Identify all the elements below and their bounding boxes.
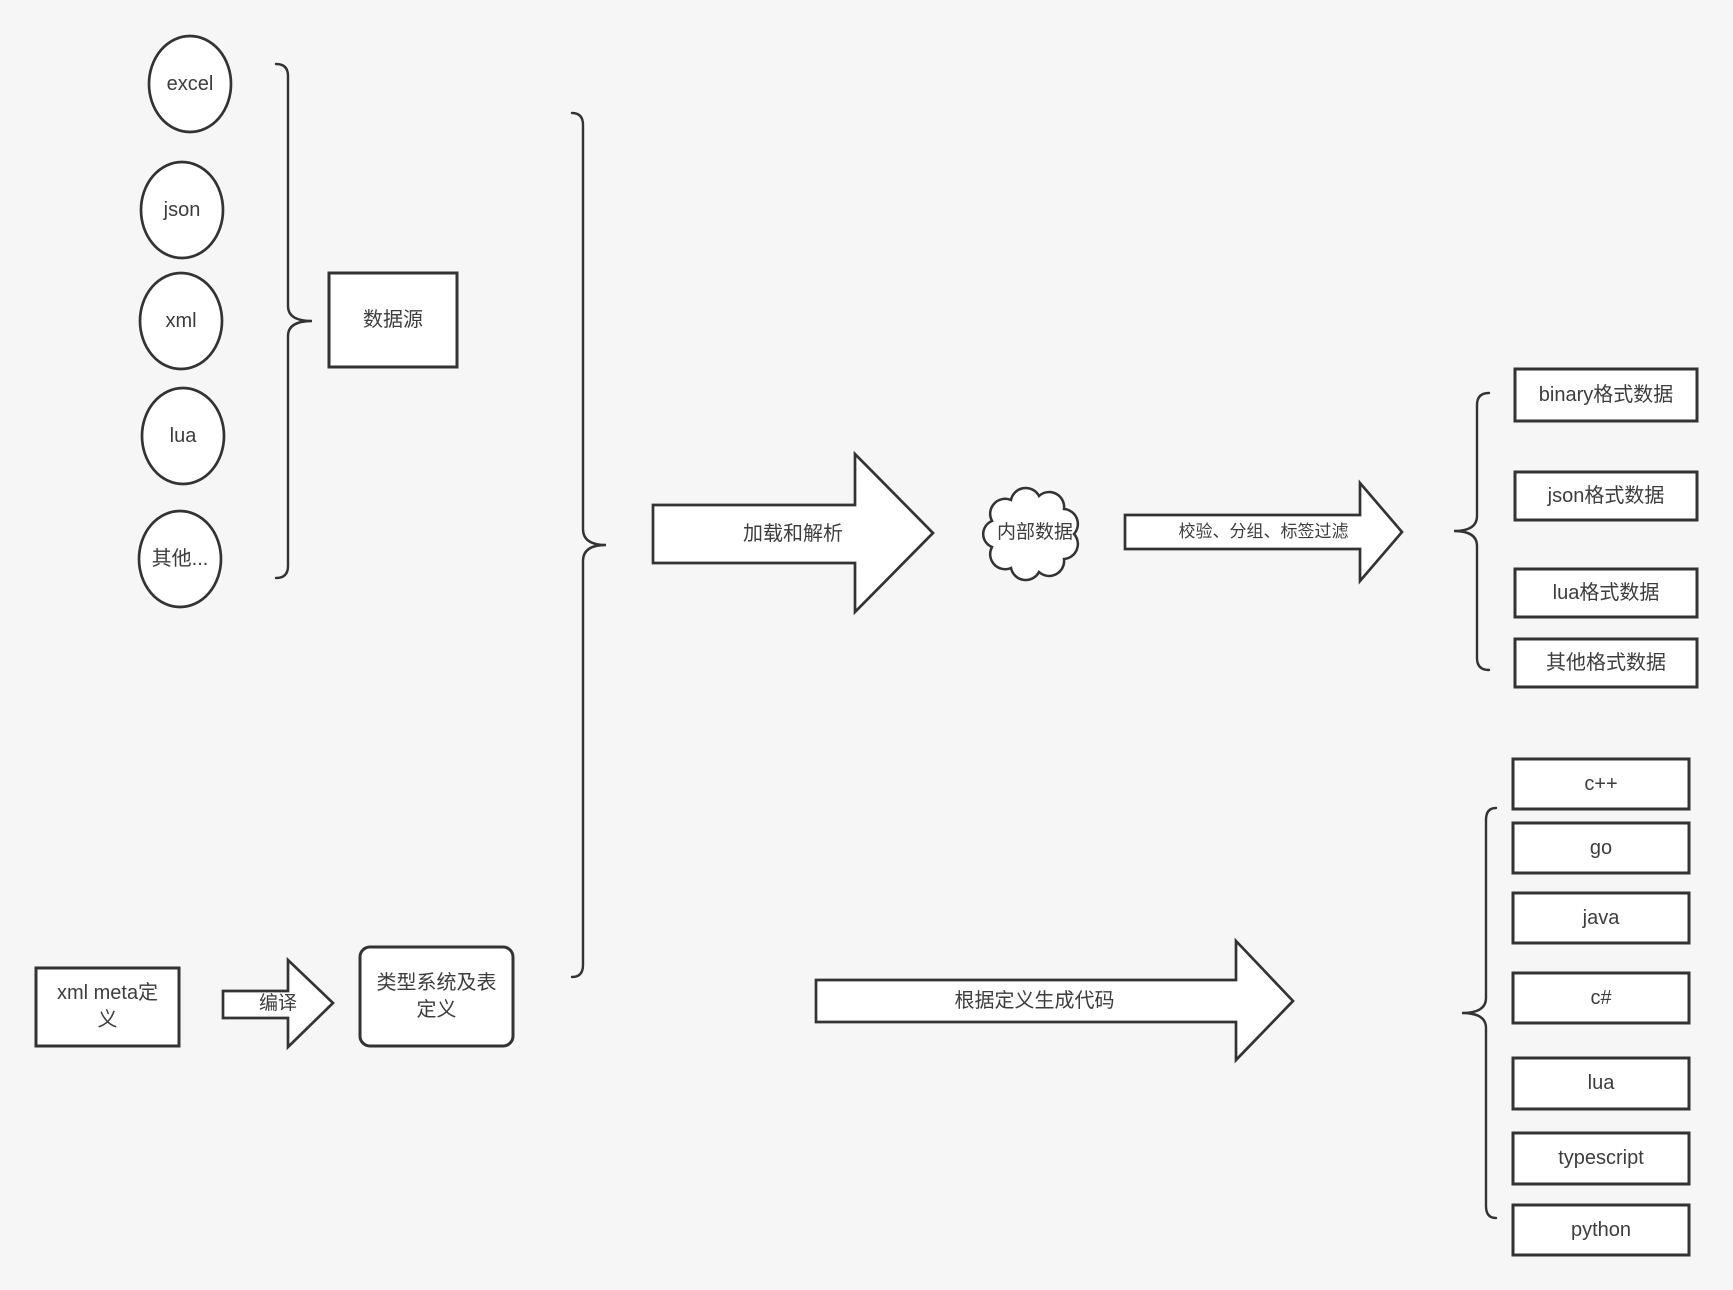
- filter-arrow-label: 校验、分组、标签过滤: [1178, 521, 1349, 541]
- source-node-json-shape: [139, 160, 225, 260]
- format-box-binary-shape: [1513, 367, 1699, 423]
- filter-arrow-shape: [1123, 479, 1404, 585]
- internal-data-cloud-shape: [982, 486, 1080, 582]
- source-node-excel-label: excel: [166, 72, 214, 95]
- source-node-json-label: json: [163, 198, 201, 221]
- source-node-xml-shape: [138, 271, 224, 371]
- source-node-other-shape: [137, 509, 223, 609]
- datasource-box-shape: [327, 271, 459, 369]
- lang-box-java-shape: [1511, 891, 1691, 945]
- sources-brace: [274, 62, 313, 580]
- source-node-xml-label: xml: [165, 309, 197, 332]
- format-box-lua-label: lua格式数据: [1552, 581, 1660, 604]
- lang-box-go-shape: [1511, 821, 1691, 875]
- load-parse-arrow-shape: [651, 450, 935, 616]
- lang-box-lua-shape: [1511, 1056, 1691, 1111]
- lang-box-java-label: java: [1582, 906, 1620, 929]
- type-system-box-shape: [358, 945, 515, 1048]
- languages-brace: [1461, 806, 1498, 1220]
- datasource-box-label: 数据源: [363, 308, 423, 331]
- load-parse-arrow-label: 加载和解析: [743, 522, 843, 545]
- lang-box-lua-label: lua: [1587, 1072, 1615, 1094]
- formats-brace: [1453, 391, 1491, 672]
- type-system-box-label: 类型系统及表定义: [376, 971, 497, 1021]
- source-node-excel-shape: [147, 34, 233, 134]
- format-box-lua-shape: [1513, 567, 1699, 619]
- lang-box-go-label: go: [1589, 836, 1613, 859]
- format-box-json-shape: [1513, 470, 1699, 522]
- format-box-binary-label: binary格式数据: [1538, 383, 1674, 406]
- lang-box-typescript-label: typescript: [1558, 1147, 1644, 1169]
- codegen-arrow-shape: [814, 937, 1295, 1064]
- lang-box-python-label: python: [1570, 1218, 1632, 1241]
- codegen-arrow-label: 根据定义生成代码: [954, 989, 1115, 1012]
- source-node-other-label: 其他...: [151, 547, 209, 570]
- lang-box-csharp-shape: [1511, 971, 1691, 1025]
- format-box-json-label: json格式数据: [1547, 484, 1665, 507]
- internal-data-cloud-label: 内部数据: [996, 522, 1073, 544]
- lang-box-typescript-shape: [1511, 1131, 1691, 1186]
- format-box-other-shape: [1513, 637, 1699, 689]
- compile-arrow-shape: [221, 956, 335, 1051]
- format-box-other-label: 其他格式数据: [1546, 651, 1666, 674]
- xml-meta-box-shape: [34, 966, 181, 1048]
- source-node-lua-shape: [140, 386, 226, 486]
- source-node-lua-label: lua: [169, 424, 197, 447]
- xml-meta-box-label: xml meta定义: [56, 982, 159, 1031]
- lang-box-cpp-shape: [1511, 757, 1691, 811]
- lang-box-cpp-label: c++: [1584, 772, 1618, 795]
- inputs-brace: [570, 111, 607, 979]
- lang-box-csharp-label: c#: [1590, 986, 1612, 1009]
- compile-arrow-label: 编译: [258, 993, 297, 1015]
- lang-box-python-shape: [1511, 1203, 1691, 1257]
